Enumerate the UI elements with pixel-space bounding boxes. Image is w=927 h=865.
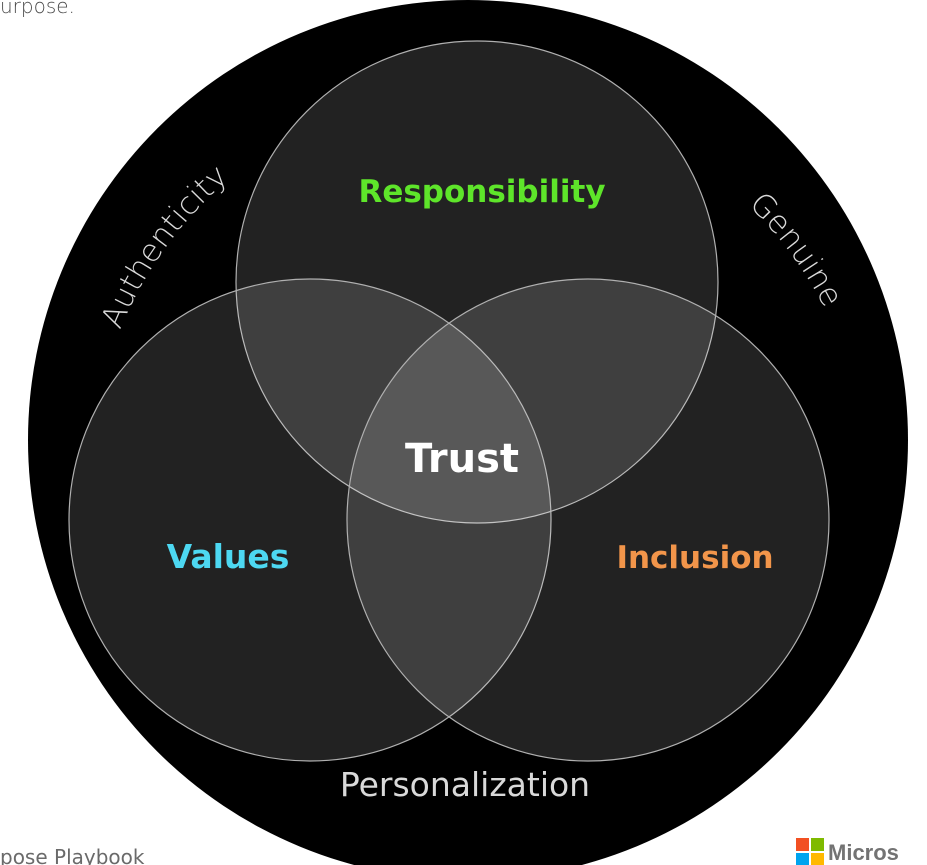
microsoft-logo: Micros [796,838,927,865]
label-trust: Trust [405,436,519,482]
circle-left [68,278,552,762]
label-values: Values [167,537,290,576]
header-text: urpose. [0,0,75,18]
footer-text: pose Playbook [0,845,145,865]
outer-word-personalization: Personalization [340,765,590,804]
label-inclusion: Inclusion [616,540,773,576]
label-responsibility: Responsibility [358,174,605,210]
microsoft-grid-icon [796,838,824,865]
outer-circle [28,0,908,865]
circle-right [346,278,830,762]
circle-top [235,40,719,524]
microsoft-wordmark: Micros [828,840,899,865]
